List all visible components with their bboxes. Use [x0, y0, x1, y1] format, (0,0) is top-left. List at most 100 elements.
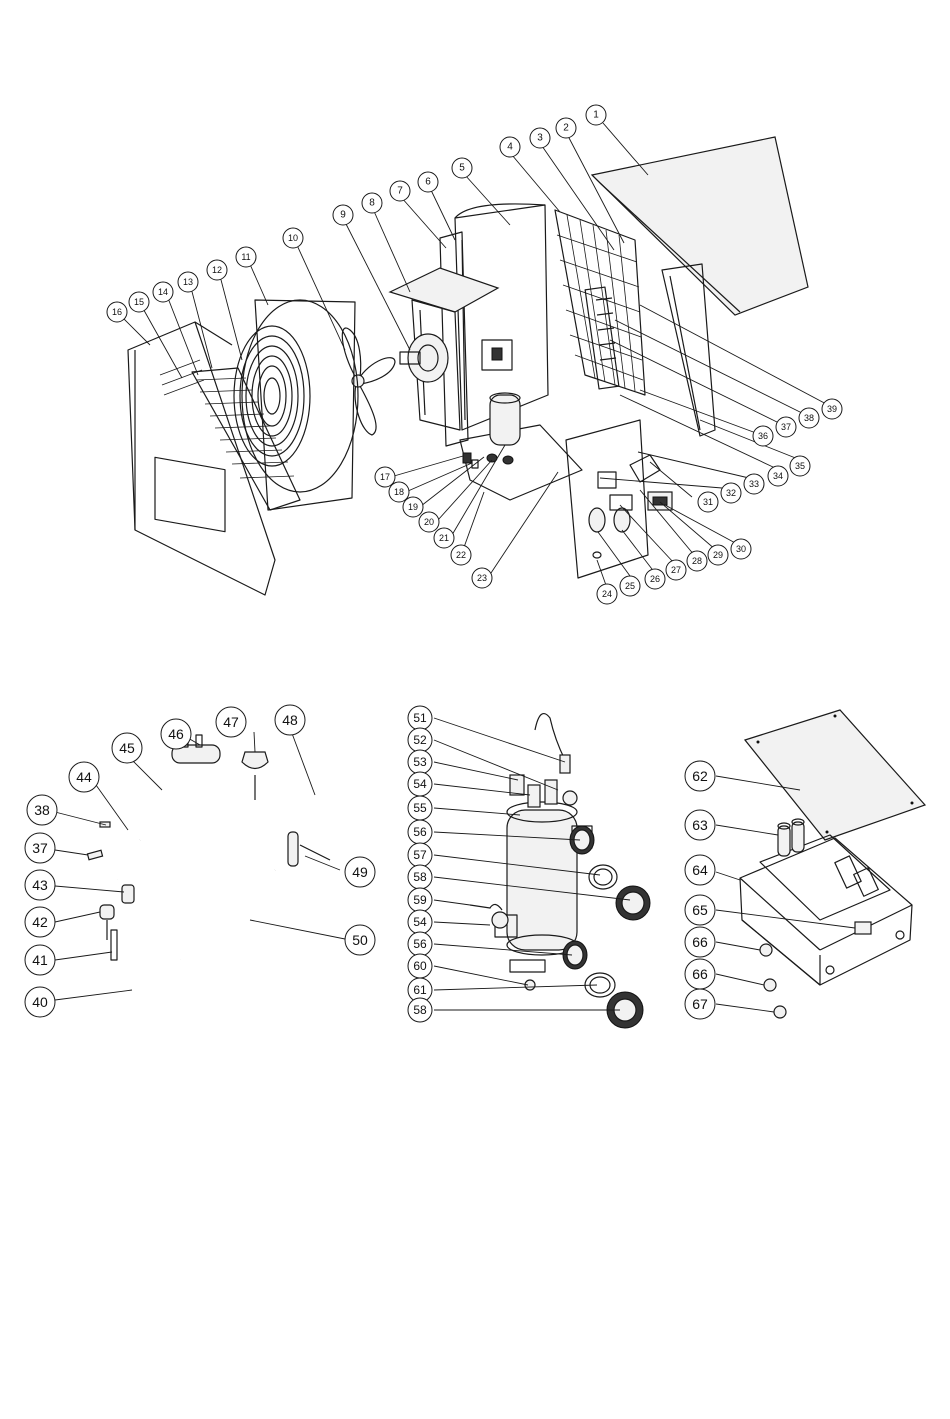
- svg-text:26: 26: [650, 574, 660, 584]
- svg-text:4: 4: [507, 142, 513, 153]
- svg-text:56: 56: [413, 937, 427, 951]
- callout-32: 32: [721, 483, 741, 503]
- svg-text:36: 36: [758, 431, 768, 441]
- svg-text:18: 18: [394, 487, 404, 497]
- callout-56-lower: 56: [408, 932, 432, 956]
- callout-16: 16: [107, 302, 127, 322]
- callout-39: 39: [822, 399, 842, 419]
- svg-text:42: 42: [32, 914, 48, 930]
- callout-58: 58: [408, 865, 432, 889]
- svg-text:54: 54: [413, 915, 427, 929]
- callout-56: 56: [408, 820, 432, 844]
- callout-27: 27: [666, 560, 686, 580]
- svg-text:16: 16: [112, 307, 122, 317]
- callout-58-lower: 58: [408, 998, 432, 1022]
- fitting-37: [87, 850, 102, 859]
- svg-text:51: 51: [413, 711, 427, 725]
- callout-28: 28: [687, 551, 707, 571]
- svg-text:20: 20: [424, 517, 434, 527]
- callout-48: 48: [275, 705, 305, 735]
- callout-50: 50: [345, 925, 375, 955]
- callout-44: 44: [69, 762, 99, 792]
- compressor: [487, 393, 520, 464]
- svg-text:23: 23: [477, 573, 487, 583]
- svg-text:66: 66: [692, 934, 708, 950]
- svg-text:38: 38: [34, 802, 50, 818]
- svg-text:43: 43: [32, 877, 48, 893]
- svg-text:49: 49: [352, 864, 368, 880]
- svg-text:25: 25: [625, 581, 635, 591]
- callout-62: 62: [685, 761, 715, 791]
- svg-text:37: 37: [781, 422, 791, 432]
- callout-37-piping: 37: [25, 833, 55, 863]
- callout-22: 22: [451, 545, 471, 565]
- callout-40: 40: [25, 987, 55, 1017]
- callout-45: 45: [112, 733, 142, 763]
- callout-31: 31: [698, 492, 718, 512]
- fan-motor: [400, 334, 448, 382]
- callout-25: 25: [620, 576, 640, 596]
- callout-5: 5: [452, 158, 472, 178]
- svg-text:21: 21: [439, 533, 449, 543]
- callout-23: 23: [472, 568, 492, 588]
- svg-text:7: 7: [397, 186, 403, 197]
- callout-52: 52: [408, 728, 432, 752]
- callout-26: 26: [645, 569, 665, 589]
- svg-text:29: 29: [713, 550, 723, 560]
- svg-text:62: 62: [692, 768, 708, 784]
- pipe-40: [125, 875, 192, 1010]
- callout-64: 64: [685, 855, 715, 885]
- relay-65: [855, 922, 871, 934]
- callout-37: 37: [776, 417, 796, 437]
- callout-60: 60: [408, 954, 432, 978]
- callout-66-upper: 66: [685, 927, 715, 957]
- valve-47: [242, 752, 268, 800]
- callout-66-lower: 66: [685, 959, 715, 989]
- callout-46: 46: [161, 719, 191, 749]
- svg-text:48: 48: [282, 712, 298, 728]
- svg-text:47: 47: [223, 714, 239, 730]
- sensor-51: [560, 755, 570, 773]
- svg-text:59: 59: [413, 893, 427, 907]
- callout-63: 63: [685, 810, 715, 840]
- svg-text:6: 6: [425, 177, 431, 188]
- nut-67: [774, 1006, 786, 1018]
- callout-30: 30: [731, 539, 751, 559]
- valve-17: [463, 453, 471, 463]
- svg-text:3: 3: [537, 133, 543, 144]
- callout-17: 17: [375, 467, 395, 487]
- callout-55: 55: [408, 796, 432, 820]
- svg-text:34: 34: [773, 471, 783, 481]
- svg-text:40: 40: [32, 994, 48, 1010]
- svg-text:46: 46: [168, 726, 184, 742]
- valve-42: [100, 905, 114, 919]
- callout-42: 42: [25, 907, 55, 937]
- callout-57: 57: [408, 843, 432, 867]
- callout-20: 20: [419, 512, 439, 532]
- fitting-52: [510, 775, 524, 795]
- svg-text:10: 10: [288, 233, 298, 243]
- callout-8: 8: [362, 193, 382, 213]
- svg-text:14: 14: [158, 287, 168, 297]
- callout-43: 43: [25, 870, 55, 900]
- switch-32: [630, 455, 660, 482]
- svg-text:27: 27: [671, 565, 681, 575]
- svg-text:53: 53: [413, 755, 427, 769]
- callout-54: 54: [408, 772, 432, 796]
- fitting-53: [528, 785, 540, 807]
- callout-21: 21: [434, 528, 454, 548]
- valve-43: [122, 885, 134, 903]
- callout-1: 1: [586, 105, 606, 125]
- callout-59: 59: [408, 888, 432, 912]
- svg-text:2: 2: [563, 123, 569, 134]
- svg-text:66: 66: [692, 966, 708, 982]
- svg-text:61: 61: [413, 983, 427, 997]
- callout-13: 13: [178, 272, 198, 292]
- svg-text:56: 56: [413, 825, 427, 839]
- callout-29: 29: [708, 545, 728, 565]
- top-plate: [390, 268, 498, 312]
- svg-text:58: 58: [413, 870, 427, 884]
- svg-text:58: 58: [413, 1003, 427, 1017]
- fan-guard: [234, 326, 310, 466]
